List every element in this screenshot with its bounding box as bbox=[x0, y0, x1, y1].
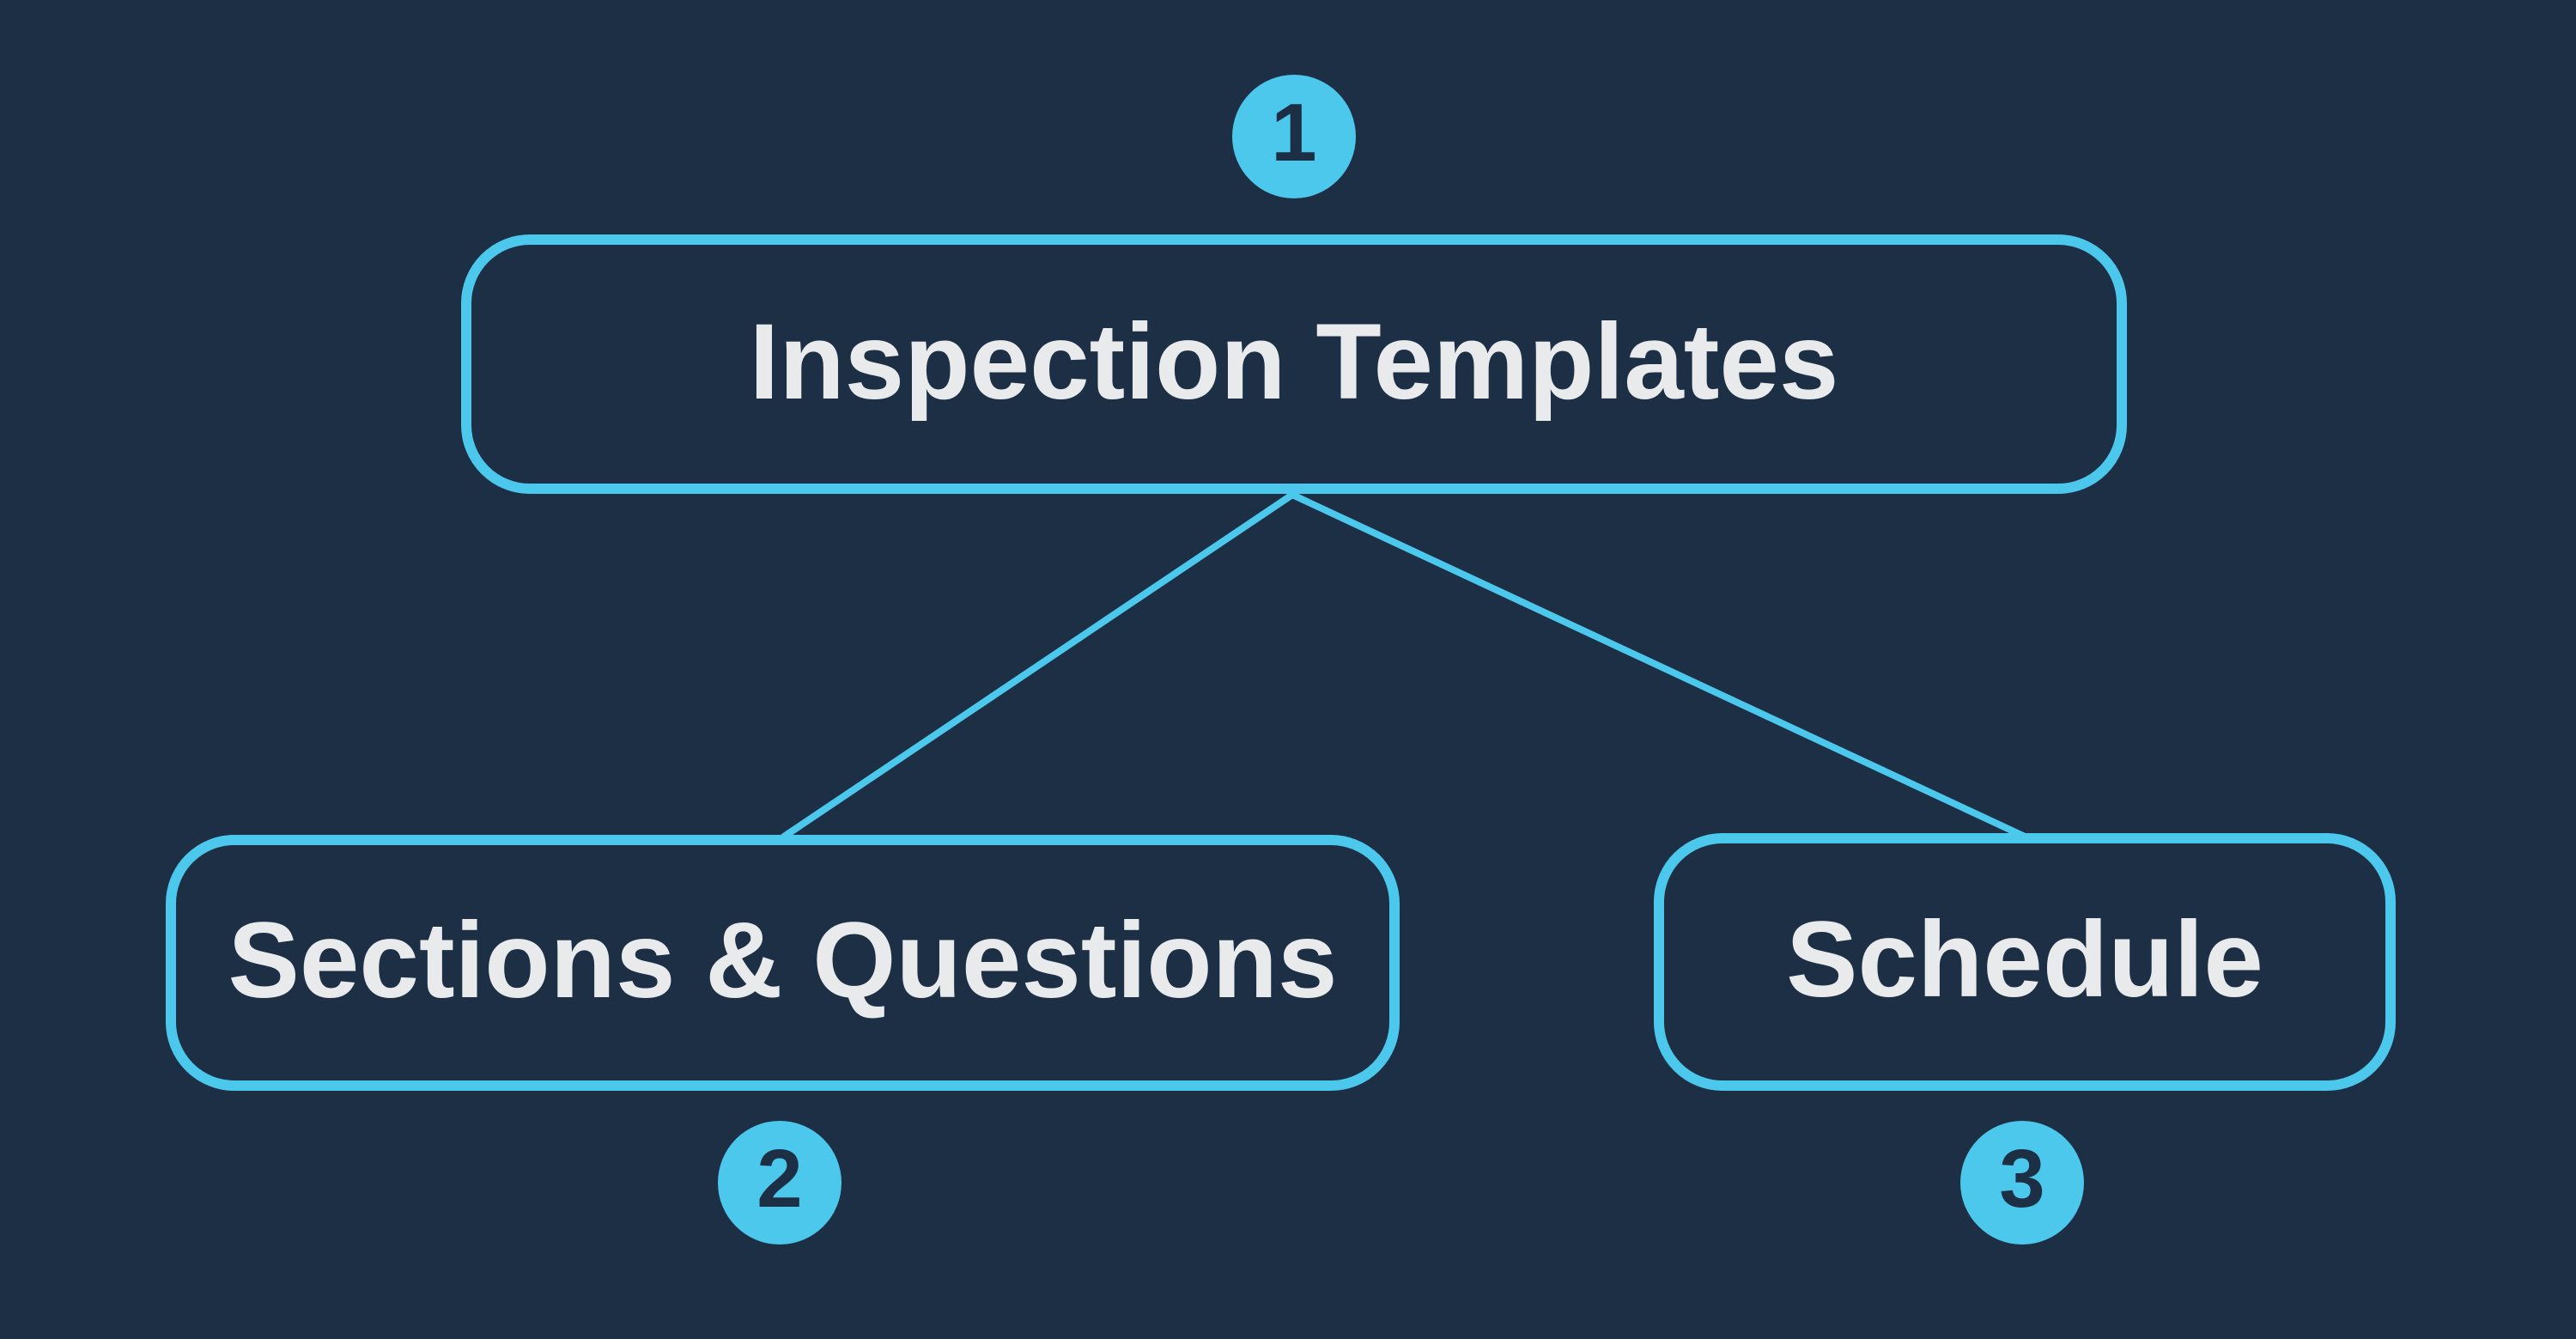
connector-line-root-to-sections bbox=[781, 491, 1296, 840]
step-badge-2-number: 2 bbox=[756, 1133, 803, 1225]
node-sections-questions-label: Sections & Questions bbox=[228, 900, 1338, 1020]
step-badge-1-number: 1 bbox=[1271, 87, 1317, 179]
step-badge-2: 2 bbox=[718, 1121, 841, 1245]
node-schedule-label: Schedule bbox=[1786, 899, 2263, 1019]
connector-line-root-to-schedule bbox=[1289, 491, 2028, 840]
step-badge-1: 1 bbox=[1232, 75, 1356, 198]
step-badge-3-number: 3 bbox=[1999, 1133, 2045, 1225]
node-inspection-templates: Inspection Templates bbox=[461, 234, 2127, 494]
step-badge-3: 3 bbox=[1960, 1121, 2084, 1245]
node-schedule: Schedule bbox=[1654, 833, 2396, 1091]
node-sections-questions: Sections & Questions bbox=[166, 835, 1400, 1091]
node-inspection-templates-label: Inspection Templates bbox=[749, 301, 1839, 422]
